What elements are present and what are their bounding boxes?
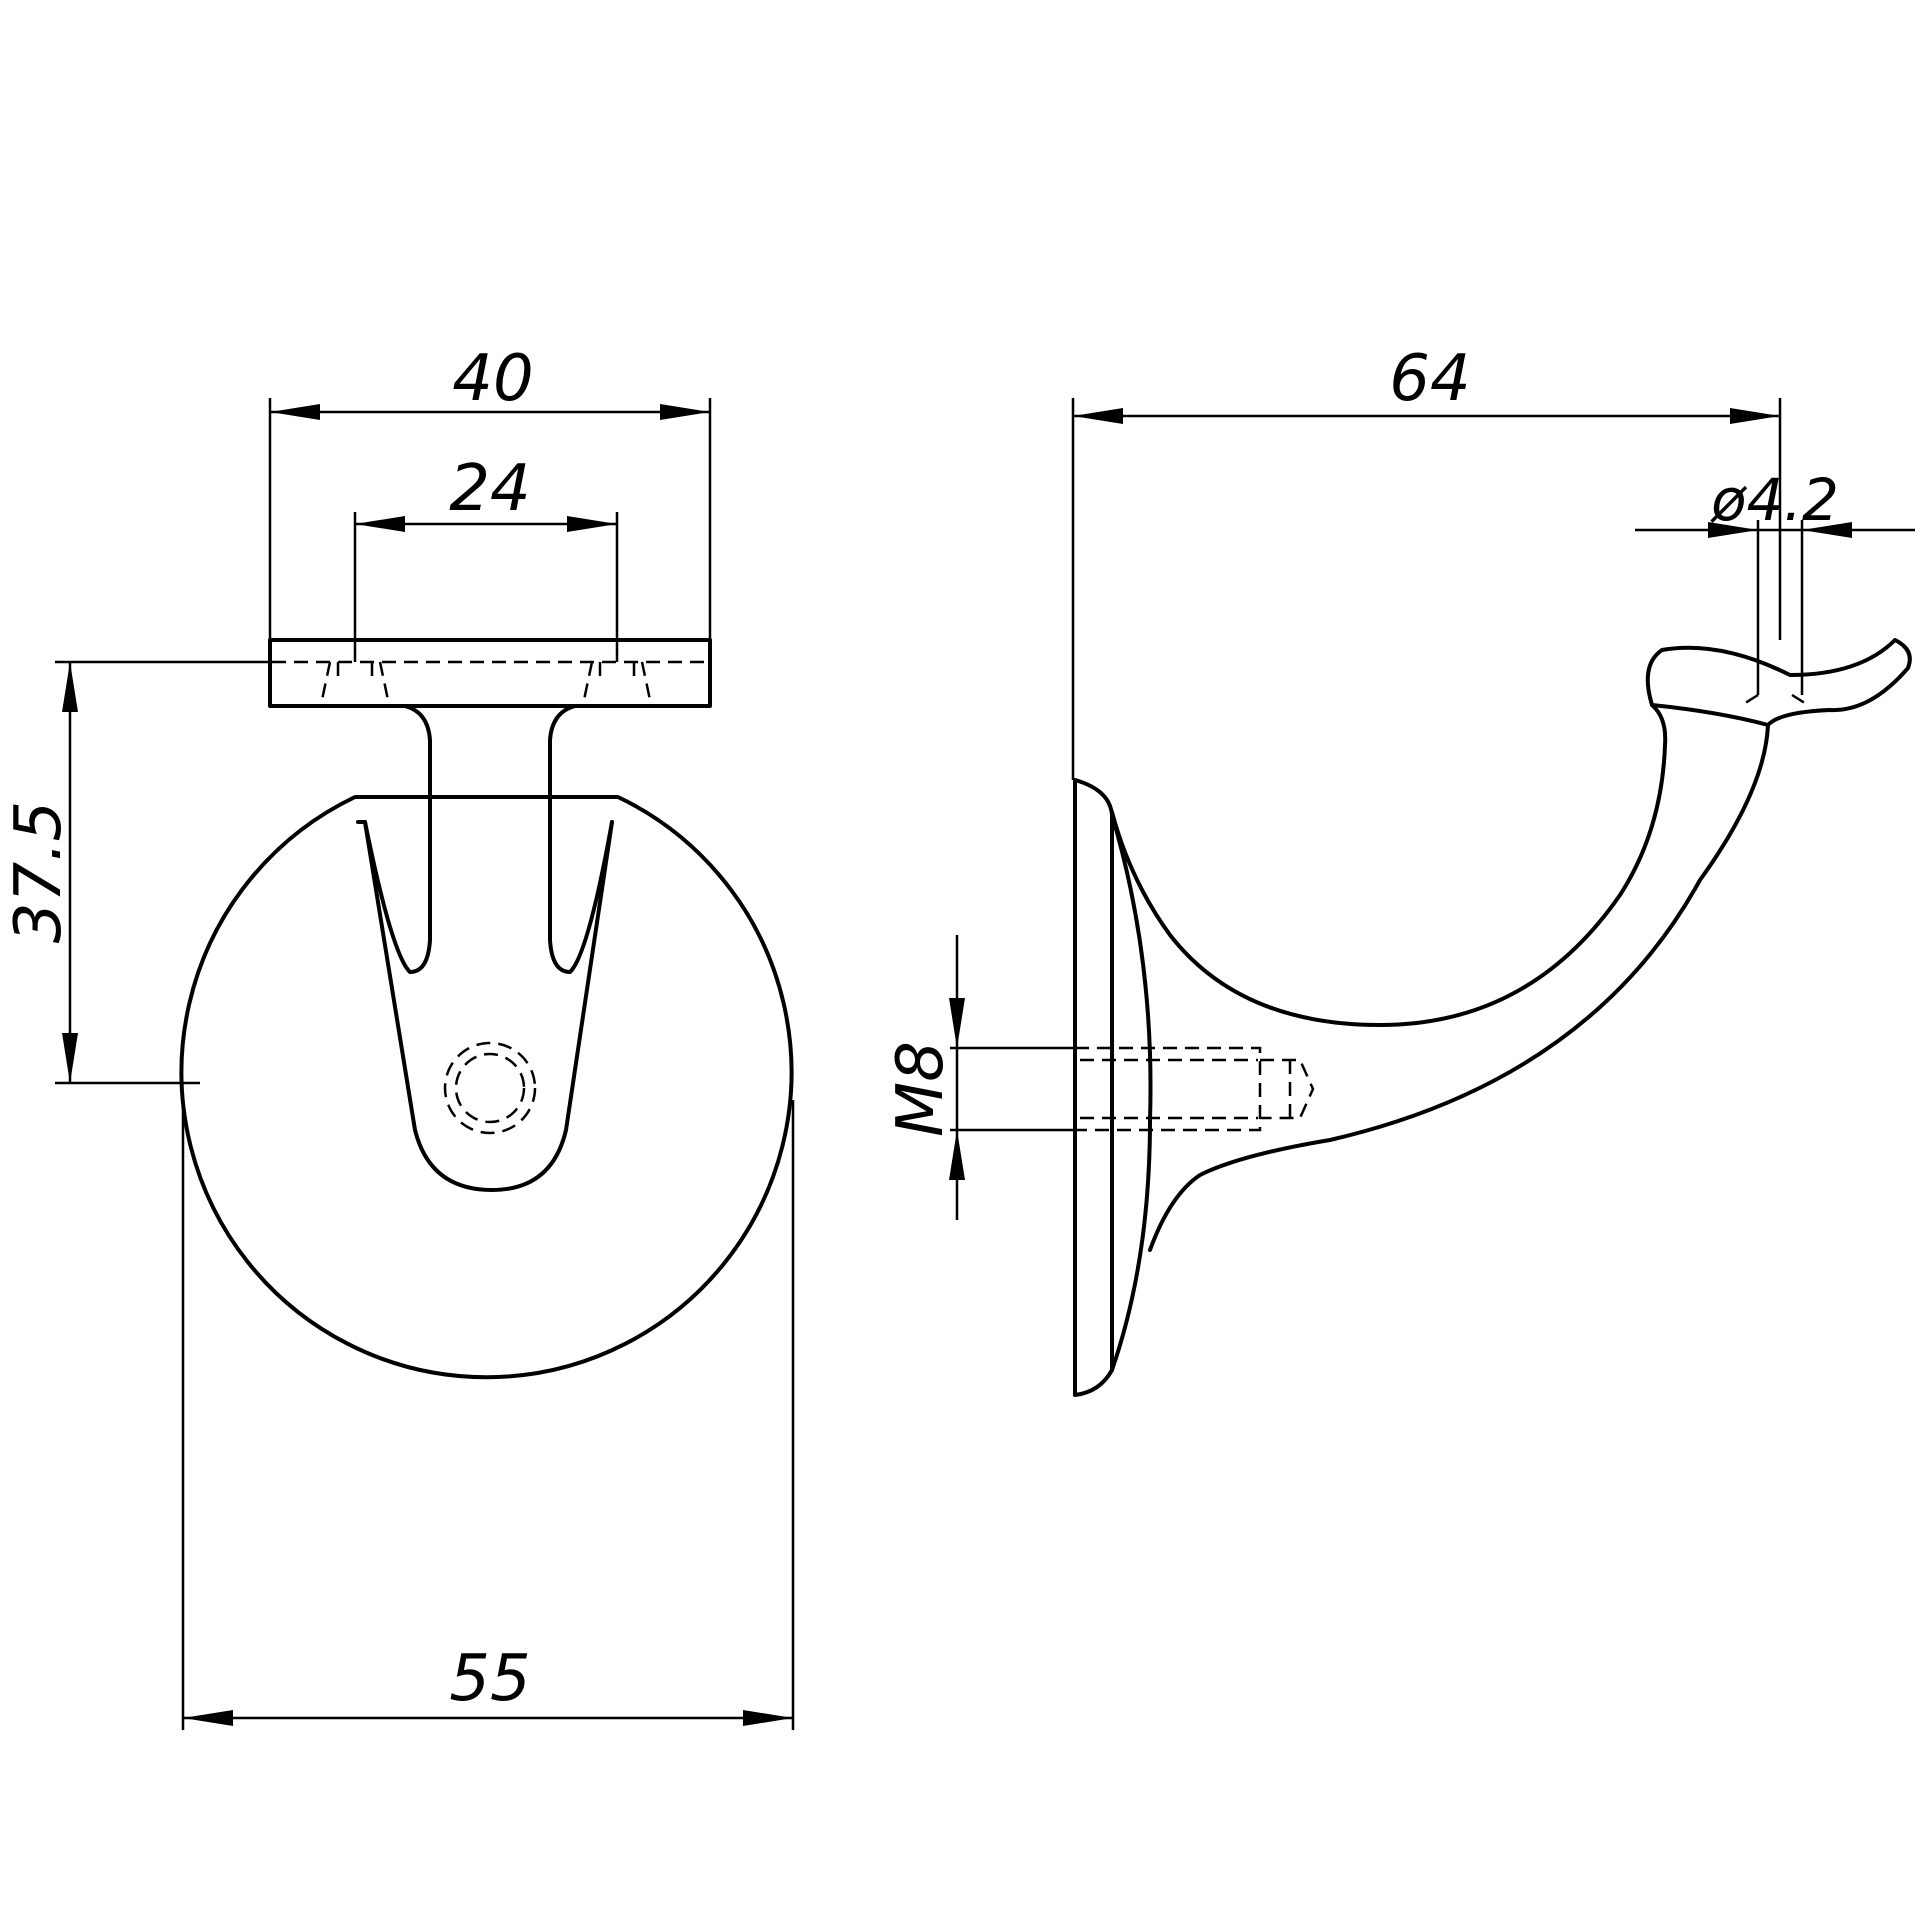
dim-label-flange-width: 40 <box>452 342 533 416</box>
threaded-stud <box>1075 1046 1315 1132</box>
side-view: 64 ø4.2 M8 <box>884 342 1915 1397</box>
flange-hole-left <box>320 661 390 701</box>
stem-right <box>548 704 614 974</box>
dim-label-height: 37.5 <box>2 801 76 944</box>
stem <box>356 704 432 974</box>
saddle-hole <box>1741 693 1809 707</box>
dim-label-projection: 64 <box>1389 342 1470 416</box>
dim-label-base-diameter: 55 <box>449 1642 530 1716</box>
base-plate-outline <box>179 795 794 1380</box>
flange-plate <box>268 638 712 708</box>
dim-label-hole-diameter: ø4.2 <box>1710 466 1839 534</box>
dim-label-thread: M8 <box>884 1041 958 1137</box>
saddle <box>1645 638 1912 727</box>
boss <box>363 820 614 1192</box>
front-view: 40 24 37.5 55 <box>2 342 795 1730</box>
bolt-hole-inner <box>454 1052 526 1124</box>
bolt-hole-outer <box>443 1041 537 1135</box>
dim-label-hole-spacing: 24 <box>449 452 530 526</box>
bracket-arm <box>1110 703 1770 1252</box>
flange-hole-right <box>582 661 652 701</box>
